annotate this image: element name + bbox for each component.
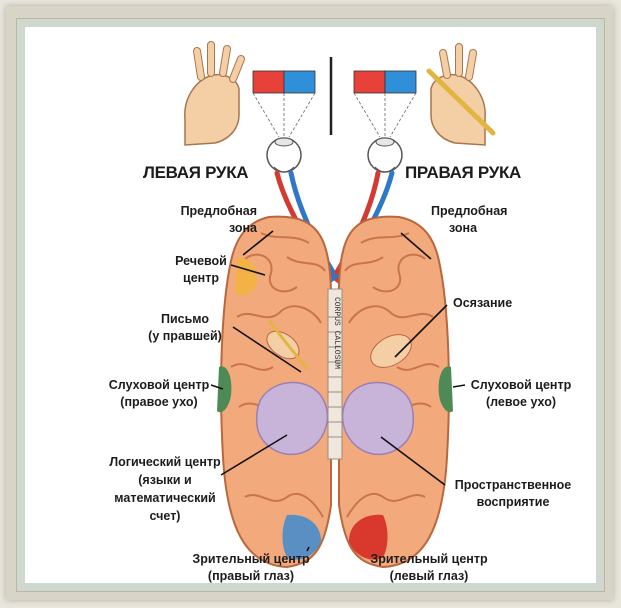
picture-frame: CORPUS CALLOSUM [6, 6, 613, 600]
corpus-callosum-label: CORPUS CALLOSUM [332, 297, 341, 369]
right-eye-icon [368, 138, 402, 172]
auditory-left-label: Слуховой центр(правое ухо) [105, 377, 213, 411]
left-hand-label: ЛЕВАЯ РУКА [143, 164, 248, 181]
left-eye-icon [267, 138, 301, 172]
right-visual-field [354, 71, 416, 137]
visual-left-label: Зрительный центр(правый глаз) [187, 551, 315, 583]
left-hemisphere [217, 217, 331, 567]
touch-label: Осязание [453, 295, 512, 312]
writing-label: Письмо(у правшей) [135, 311, 235, 345]
right-hemisphere [339, 217, 453, 567]
frame-mat: CORPUS CALLOSUM [16, 18, 605, 592]
visual-right-label: Зрительный центр(левый глаз) [365, 551, 493, 583]
right-hand-writing-icon [429, 47, 493, 145]
diagram-canvas: CORPUS CALLOSUM [25, 27, 596, 583]
left-visual-field [253, 71, 315, 137]
left-hand-icon [185, 45, 241, 145]
right-spatial-lobe [343, 383, 414, 455]
auditory-right-label: Слуховой центр(левое ухо) [465, 377, 577, 411]
right-hand-label: ПРАВАЯ РУКА [405, 164, 521, 181]
left-logic-lobe [257, 383, 328, 455]
